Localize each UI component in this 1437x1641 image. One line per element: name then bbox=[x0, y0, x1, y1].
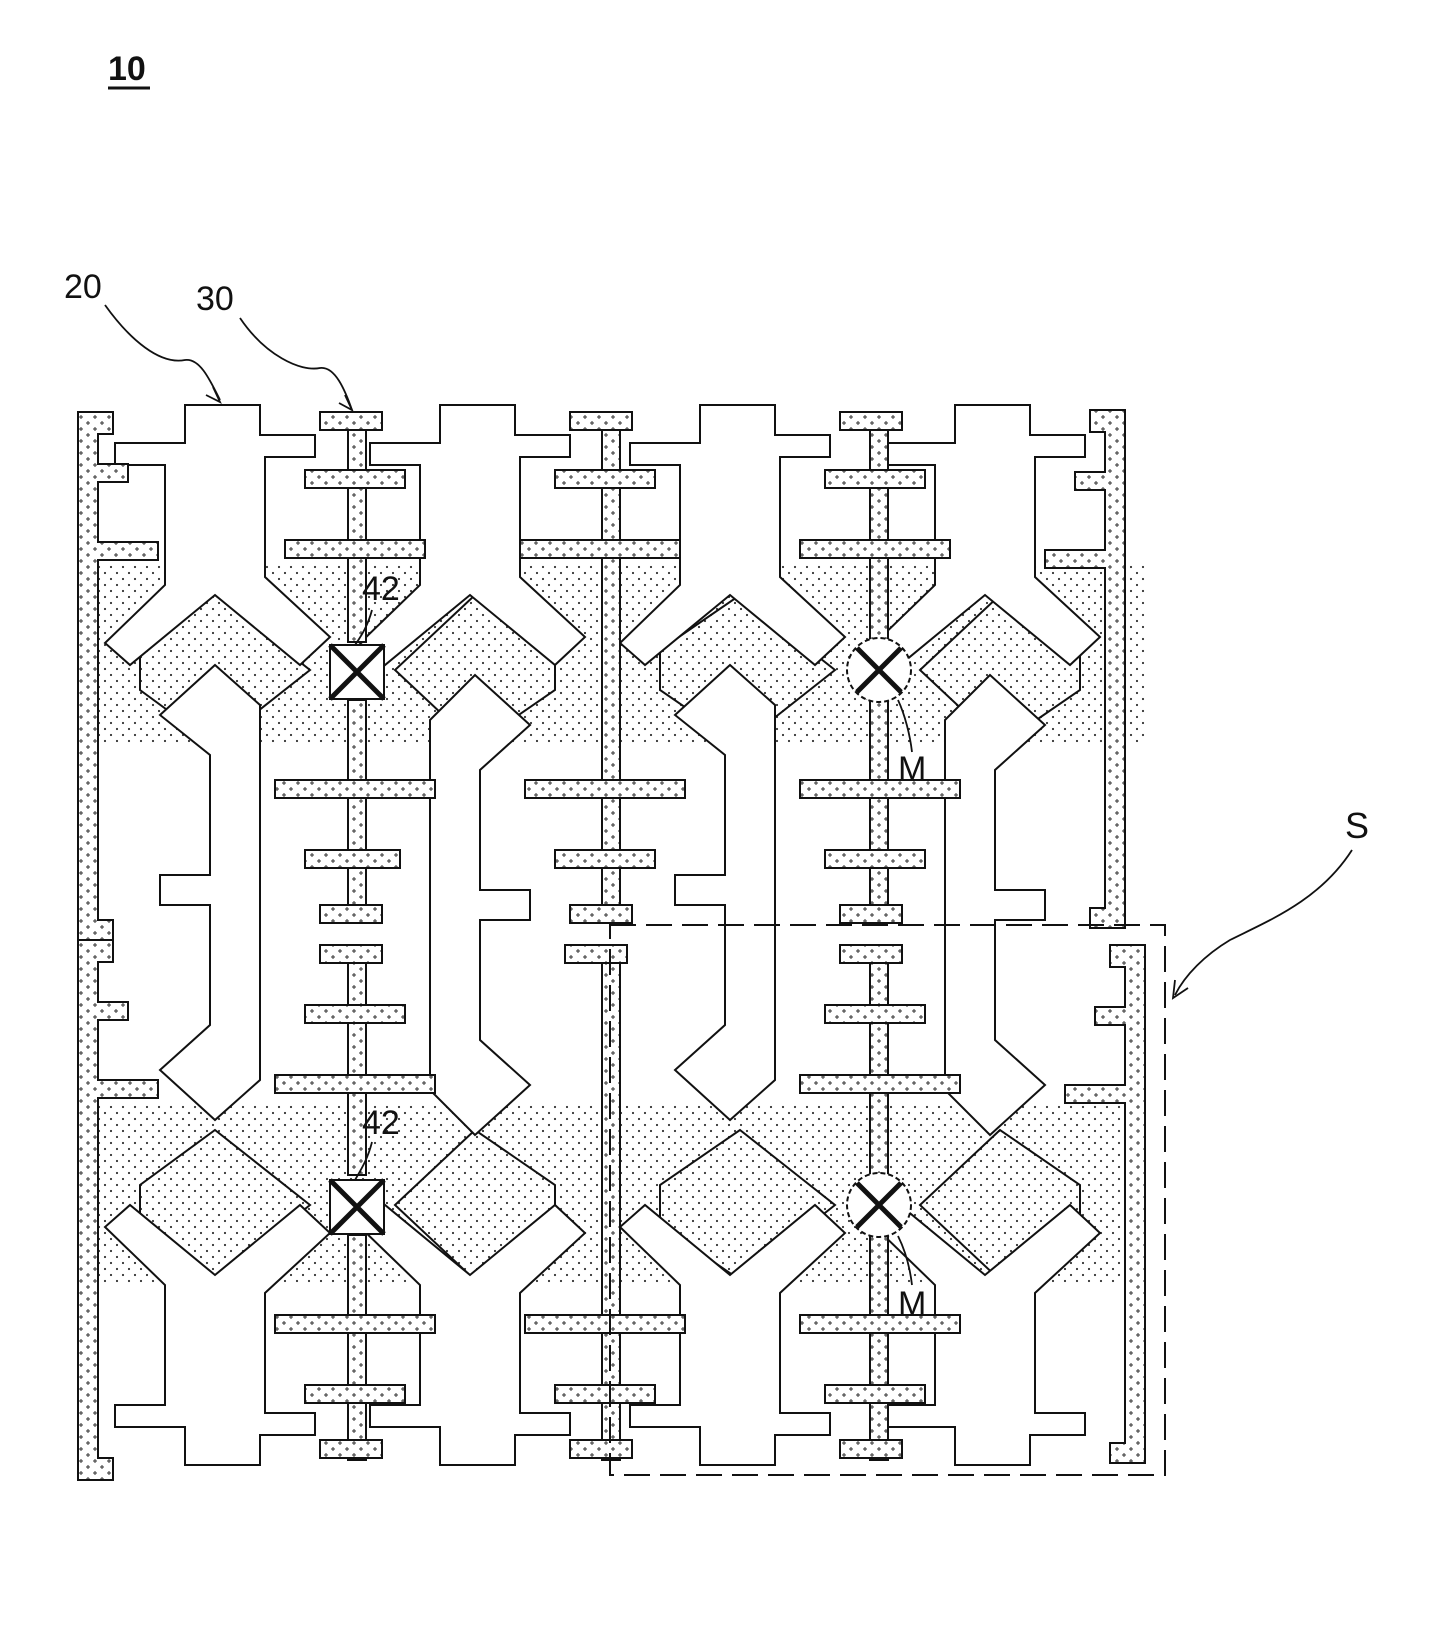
second-electrode-trunk-1d bbox=[348, 1235, 366, 1460]
label-30: 30 bbox=[196, 280, 234, 318]
label-m-lower: M bbox=[898, 1285, 926, 1323]
second-electrode-trunk-3d bbox=[870, 1235, 888, 1460]
second-electrode-trunk-3c bbox=[870, 945, 888, 1175]
label-42-upper: 42 bbox=[362, 570, 400, 608]
figure-number: 10 bbox=[108, 50, 146, 88]
second-electrode-trunk-3 bbox=[870, 412, 888, 642]
label-20: 20 bbox=[64, 268, 102, 306]
label-42-lower: 42 bbox=[362, 1104, 400, 1142]
label-m-upper: M bbox=[898, 750, 926, 788]
second-electrode-trunk-3b bbox=[870, 700, 888, 915]
label-s: S bbox=[1345, 805, 1369, 846]
second-electrode-trunk-1b bbox=[348, 700, 366, 915]
